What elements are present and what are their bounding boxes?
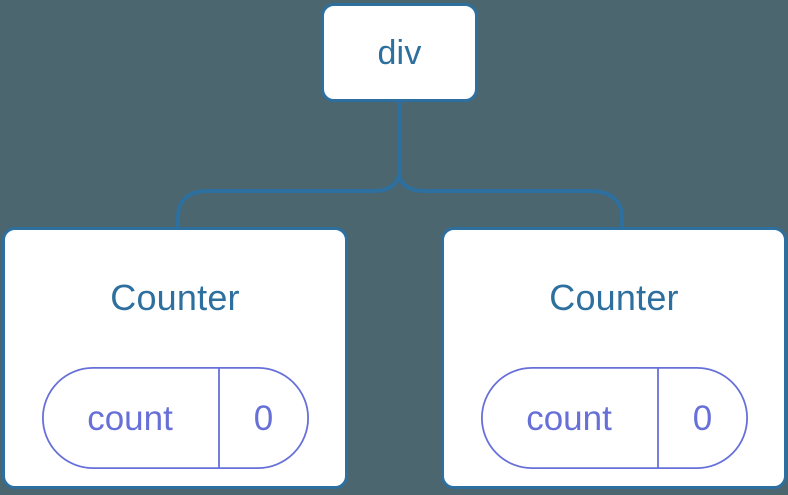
node-counter-right-label: Counter [549, 277, 679, 318]
node-counter-right[interactable]: Counter count 0 [441, 227, 787, 489]
node-counter-left-label: Counter [110, 277, 240, 318]
node-div-label: div [377, 33, 422, 72]
state-pill-left[interactable]: count 0 [41, 367, 309, 469]
state-pill-left-key: count [87, 398, 173, 438]
connector-left-branch [176, 170, 401, 234]
state-pill-right-value: 0 [692, 398, 713, 438]
state-pill-left-value: 0 [253, 398, 274, 438]
node-counter-left[interactable]: Counter count 0 [2, 227, 348, 489]
state-pill-right[interactable]: count 0 [480, 367, 748, 469]
connector-root-stem-and-split [397, 99, 624, 234]
state-pill-left-outline [41, 367, 309, 469]
state-pill-right-key: count [526, 398, 612, 438]
state-pill-right-outline [480, 367, 748, 469]
node-div[interactable]: div [321, 3, 478, 102]
